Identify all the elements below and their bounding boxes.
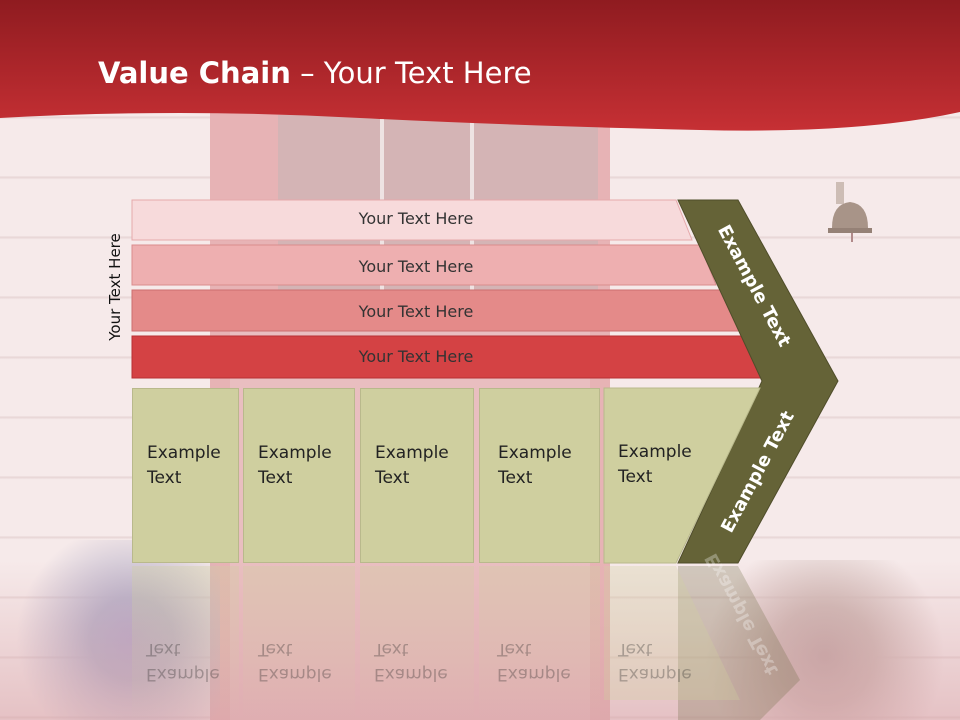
box-1-reflection-text: Example Text [146,636,220,686]
box-4-line-1: Example [498,443,572,463]
refl-1-line-1: Example [146,664,220,684]
refl-1-line-2: Text [146,639,181,659]
refl-2-line-2: Text [258,639,293,659]
refl-4-line-1: Example [497,664,571,684]
box-1-line-2: Text [147,468,182,488]
box-2-reflection-text: Example Text [258,636,332,686]
box-3-reflection-text: Example Text [374,636,448,686]
chevron-reflection [678,566,800,720]
title-banner [0,0,960,131]
bar-2-label: Your Text Here [358,257,474,276]
refl-2-line-1: Example [258,664,332,684]
box-3-line-1: Example [375,443,449,463]
box-5-reflection-text: Example Text [618,636,692,686]
background-bottom-fade [0,560,960,720]
refl-4-line-2: Text [497,639,532,659]
refl-3-line-2: Text [374,639,409,659]
refl-5-line-1: Example [618,664,692,684]
bar-4-label: Your Text Here [358,347,474,366]
title-rest: – Your Text Here [290,56,532,90]
bar-2 [131,244,717,286]
box-5-line-2: Text [618,467,653,487]
box-2-line-1: Example [258,443,332,463]
bar-3-label: Your Text Here [358,302,474,321]
box-4-line-2: Text [498,468,533,488]
bar-1-label: Your Text Here [358,209,474,228]
bar-1 [131,199,693,241]
box-5-shape [603,387,761,564]
refl-3-line-1: Example [374,664,448,684]
slide-title: Value Chain – Your Text Here [98,56,532,90]
bell-icon [828,182,872,242]
box-5-reflection [604,566,740,700]
refl-5-line-2: Text [618,639,653,659]
box-2-line-2: Text [258,468,293,488]
box-5-line-1: Example [618,442,692,462]
title-bold: Value Chain [98,56,291,90]
box-3-line-2: Text [375,468,410,488]
chevron-arrow [677,199,839,564]
box-4-reflection-text: Example Text [497,636,571,686]
box-1-line-1: Example [147,443,221,463]
